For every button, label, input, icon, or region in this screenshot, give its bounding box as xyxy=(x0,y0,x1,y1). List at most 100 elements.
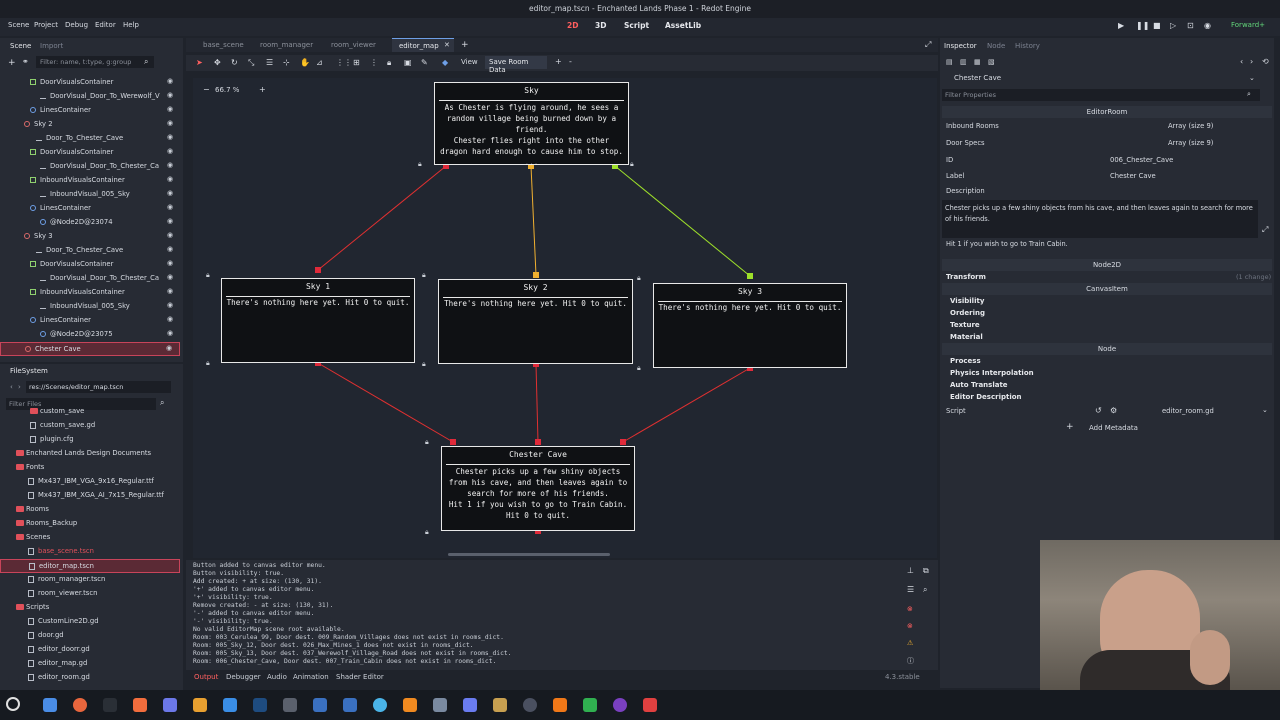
play-scene-icon[interactable]: ▷ xyxy=(1170,21,1177,30)
add-metadata-button[interactable]: + Add Metadata xyxy=(1066,422,1138,432)
scene-tree-item[interactable]: Sky 2◉ xyxy=(0,118,180,132)
editor-tab-room-manager[interactable]: room_manager xyxy=(260,41,314,49)
workspace-script[interactable]: Script xyxy=(624,21,650,30)
scene-tree-item[interactable]: InboundVisual_005_Sky◉ xyxy=(0,300,180,314)
file-item[interactable]: Scripts xyxy=(0,601,180,615)
menu-help[interactable]: Help xyxy=(123,21,139,29)
menu-editor[interactable]: Editor xyxy=(95,21,116,29)
play-custom-icon[interactable]: ⊡ xyxy=(1187,21,1194,30)
tab-import[interactable]: Import xyxy=(40,42,64,50)
renderer-selector[interactable]: Forward+ xyxy=(1231,21,1266,29)
tab-scene[interactable]: Scene xyxy=(10,42,32,50)
camera-icon[interactable]: ◆ xyxy=(442,58,449,67)
room-node-chester-cave[interactable]: Chester Cave Chester picks up a few shin… xyxy=(441,446,635,531)
copy-icon[interactable]: ⧉ xyxy=(923,566,929,575)
scene-tree-item[interactable]: @Node2D@23074◉ xyxy=(0,216,180,230)
scene-tree-item[interactable]: Sky 3◉ xyxy=(0,230,180,244)
tab-debugger[interactable]: Debugger xyxy=(226,673,261,681)
section-auto-translate[interactable]: Auto Translate xyxy=(950,381,1008,389)
add-button[interactable]: + xyxy=(555,57,562,66)
open-resource-icon[interactable]: ▥ xyxy=(960,58,967,66)
section-texture[interactable]: Texture xyxy=(950,321,980,329)
rotate-tool-icon[interactable]: ↻ xyxy=(231,58,238,67)
door-handle[interactable] xyxy=(533,272,539,278)
app-icon[interactable] xyxy=(283,698,297,712)
section-editor-description[interactable]: Editor Description xyxy=(950,393,1022,401)
door-handle[interactable] xyxy=(533,361,539,367)
file-item[interactable]: custom_save xyxy=(0,405,180,419)
editor-tab-room-viewer[interactable]: room_viewer xyxy=(331,41,376,49)
prop-label-value[interactable]: Chester Cave xyxy=(1110,172,1156,180)
scene-tree-item[interactable]: Chester Cave◉ xyxy=(0,342,180,356)
new-tab-icon[interactable]: + xyxy=(461,40,469,50)
file-item[interactable]: room_viewer.tscn xyxy=(0,587,180,601)
bone-icon[interactable]: ✎ xyxy=(421,58,428,67)
file-item[interactable]: Rooms xyxy=(0,503,180,517)
visibility-eye-icon[interactable]: ◉ xyxy=(167,105,174,113)
door-handle[interactable] xyxy=(612,163,618,169)
file-item[interactable]: Fonts xyxy=(0,461,180,475)
h-scrollbar[interactable] xyxy=(448,553,610,556)
pause-icon[interactable]: ❚❚ xyxy=(1136,21,1150,30)
remove-button[interactable]: - xyxy=(569,57,572,66)
move-tool-icon[interactable]: ✥ xyxy=(214,58,221,67)
view-menu[interactable]: View xyxy=(461,58,478,66)
menu-scene[interactable]: Scene xyxy=(8,21,30,29)
mail-icon[interactable] xyxy=(433,698,447,712)
search-icon[interactable]: ⌕ xyxy=(1247,90,1251,98)
file-item[interactable]: editor_map.tscn xyxy=(0,559,180,573)
door-handle[interactable] xyxy=(450,439,456,445)
visibility-eye-icon[interactable]: ◉ xyxy=(167,189,174,197)
visibility-eye-icon[interactable]: ◉ xyxy=(167,217,174,225)
room-node-sky[interactable]: Sky As Chester is flying around, he sees… xyxy=(434,82,629,167)
save-room-data-button[interactable]: Save Room Data xyxy=(485,56,547,74)
message-filter-icon[interactable]: ⓘ xyxy=(907,657,914,665)
file-filter-input[interactable]: Filter Files xyxy=(6,398,156,410)
door-handle[interactable] xyxy=(620,439,626,445)
forward-icon[interactable]: › xyxy=(18,383,21,391)
pan-icon[interactable]: ✋ xyxy=(300,58,310,67)
scene-tree-item[interactable]: DoorVisualsContainer◉ xyxy=(0,76,180,90)
scene-tree-item[interactable]: Door_To_Chester_Cave◉ xyxy=(0,132,180,146)
expand-icon[interactable]: ⤢ xyxy=(1262,225,1269,234)
scene-tree-item[interactable]: LinesContainer◉ xyxy=(0,202,180,216)
scene-tree-item[interactable]: InboundVisual_005_Sky◉ xyxy=(0,188,180,202)
tab-node[interactable]: Node xyxy=(987,42,1006,50)
browser-icon[interactable] xyxy=(373,698,387,712)
vscode-icon[interactable] xyxy=(223,698,237,712)
history-forward-icon[interactable]: › xyxy=(1250,57,1254,66)
select-tool-icon[interactable]: ➤ xyxy=(196,58,203,67)
visibility-eye-icon[interactable]: ◉ xyxy=(167,259,174,267)
close-icon[interactable]: ✕ xyxy=(444,41,450,49)
search-icon[interactable]: ⌕ xyxy=(160,398,165,407)
file-item[interactable]: Mx437_IBM_VGA_9x16_Regular.ttf xyxy=(0,475,180,489)
pin-icon[interactable]: ⊥ xyxy=(907,566,914,575)
editor-tab-base-scene[interactable]: base_scene xyxy=(203,41,244,49)
visibility-eye-icon[interactable]: ◉ xyxy=(167,161,174,169)
description-textarea[interactable]: Chester picks up a few shiny objects fro… xyxy=(942,200,1258,238)
tab-shader-editor[interactable]: Shader Editor xyxy=(336,673,384,681)
scale-tool-icon[interactable]: ⤡ xyxy=(248,58,255,67)
room-node-sky-3[interactable]: Sky 3 There's nothing here yet. Hit 0 to… xyxy=(653,283,847,368)
scene-tree-item[interactable]: Door_To_Chester_Cave◉ xyxy=(0,244,180,258)
github-icon[interactable] xyxy=(613,698,627,712)
stop-icon[interactable]: ■ xyxy=(1153,21,1161,30)
object-history-icon[interactable]: ⟲ xyxy=(1262,57,1269,66)
add-node-icon[interactable]: + xyxy=(8,58,16,68)
file-item[interactable]: Enchanted Lands Design Documents xyxy=(0,447,180,461)
search-icon[interactable]: ⌕ xyxy=(923,585,928,594)
warning-filter-icon[interactable]: ⊗ xyxy=(907,622,913,630)
search-icon[interactable]: ⌕ xyxy=(144,57,149,66)
door-handle[interactable] xyxy=(528,163,534,169)
pivot-icon[interactable]: ⊹ xyxy=(283,58,290,67)
visibility-eye-icon[interactable]: ◉ xyxy=(167,245,174,253)
app-icon[interactable] xyxy=(583,698,597,712)
visibility-eye-icon[interactable]: ◉ xyxy=(167,301,174,309)
menu-debug[interactable]: Debug xyxy=(65,21,89,29)
file-item[interactable]: base_scene.tscn xyxy=(0,545,180,559)
workspace-assetlib[interactable]: AssetLib xyxy=(665,21,702,30)
tab-inspector[interactable]: Inspector xyxy=(944,42,977,50)
file-item[interactable]: door.gd xyxy=(0,629,180,643)
section-physics-interpolation[interactable]: Physics Interpolation xyxy=(950,369,1034,377)
visibility-eye-icon[interactable]: ◉ xyxy=(167,77,174,85)
